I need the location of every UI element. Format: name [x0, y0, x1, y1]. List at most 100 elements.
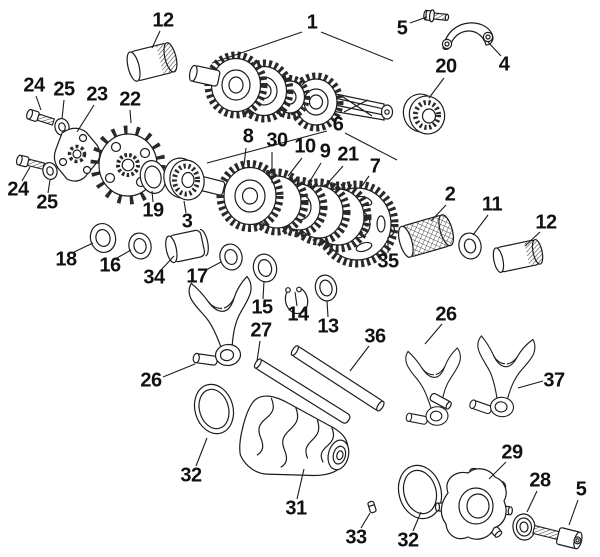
callout-14: 14	[287, 303, 309, 326]
mainshaft-splined-shaft	[325, 91, 394, 121]
leader-lines	[21, 16, 579, 532]
callout-30: 30	[266, 129, 288, 152]
selector-rod-36	[290, 345, 385, 412]
bolt-24-top	[26, 108, 56, 126]
callout-33: 33	[345, 526, 367, 549]
leader-line-27	[256, 340, 261, 362]
leader-line-32	[412, 511, 422, 532]
callout-28: 28	[529, 469, 551, 492]
bolt-24-bottom	[15, 154, 46, 170]
callout-25: 25	[36, 191, 58, 214]
selector-rod-27	[253, 358, 351, 424]
bearing-ring-32-right	[397, 464, 443, 520]
gear-8	[216, 160, 284, 232]
callout-2: 2	[444, 183, 456, 206]
callout-1: 1	[306, 11, 318, 34]
callout-23: 23	[86, 83, 108, 106]
callout-9: 9	[319, 140, 331, 163]
washer-15	[252, 253, 278, 283]
callout-16: 16	[99, 254, 121, 277]
leader-line-1	[320, 31, 394, 62]
callout-24: 24	[23, 74, 45, 97]
shift-fork-26-left	[183, 275, 260, 370]
leader-line-4	[487, 41, 502, 57]
mainshaft-gear-cluster	[188, 51, 394, 132]
leader-line-24	[21, 166, 31, 182]
shift-fork-26-right	[401, 347, 465, 428]
callout-32: 32	[397, 529, 419, 552]
leader-line-2	[430, 204, 447, 222]
leader-line-6	[206, 130, 328, 164]
leader-line-25	[47, 179, 51, 194]
guide-strap-4	[441, 22, 494, 50]
screw-5-bottom	[532, 524, 583, 550]
callout-19: 19	[142, 199, 164, 222]
needle-cage-2	[397, 214, 455, 258]
callout-5: 5	[575, 478, 587, 501]
callout-15: 15	[251, 296, 273, 319]
callout-8: 8	[242, 125, 254, 148]
leader-line-13	[326, 300, 329, 318]
selector-plate-29	[434, 467, 513, 540]
bearing-ring-32-left	[193, 383, 235, 435]
leader-line-1	[211, 31, 303, 64]
callout-22: 22	[119, 88, 141, 111]
spacer-bushing-34	[165, 228, 209, 264]
leader-line-16	[116, 249, 132, 259]
callout-32: 32	[180, 464, 202, 487]
leader-line-28	[526, 490, 538, 513]
callout-7: 7	[369, 155, 381, 178]
callout-4: 4	[498, 53, 510, 76]
layshaft-gear-cluster	[163, 157, 399, 268]
washer-28	[512, 513, 536, 541]
leader-line-26	[162, 363, 196, 378]
leader-line-33	[360, 512, 371, 529]
callout-36: 36	[364, 325, 386, 348]
leader-line-26	[424, 323, 443, 345]
leader-line-8	[243, 147, 247, 166]
retainer-plate-23	[53, 127, 101, 182]
detent-pin	[367, 500, 377, 514]
washer-16	[128, 232, 152, 260]
leader-line-9	[309, 162, 322, 182]
ball-bearing-20	[402, 93, 446, 135]
leader-line-21	[327, 165, 344, 184]
callout-37: 37	[543, 369, 565, 392]
leader-line-7	[361, 175, 370, 187]
callout-25: 25	[53, 78, 75, 101]
ball-bearing-3	[163, 157, 205, 201]
callout-24: 24	[7, 178, 29, 201]
leader-line-10	[287, 157, 303, 177]
callout-27: 27	[250, 319, 272, 342]
callout-20: 20	[435, 55, 457, 78]
washer-11	[458, 232, 482, 260]
leader-line-31	[296, 468, 305, 500]
leader-line-36	[349, 345, 370, 372]
leader-line-14	[294, 291, 298, 307]
callout-31: 31	[285, 497, 307, 520]
callout-6: 6	[332, 113, 344, 136]
leader-line-18	[73, 242, 94, 253]
callout-29: 29	[501, 441, 523, 464]
shift-fork-37	[467, 333, 537, 420]
needle-cage-12-right	[492, 238, 544, 274]
leader-line-25	[61, 99, 65, 120]
washer-18	[89, 223, 117, 253]
leader-line-12	[151, 30, 161, 49]
leader-line-32	[195, 437, 208, 467]
leader-line-3	[183, 200, 187, 214]
leader-line-15	[262, 280, 265, 300]
leader-line-23	[76, 104, 95, 133]
needle-cage-12-top	[126, 42, 178, 82]
leader-line-20	[428, 77, 445, 99]
seal-ring-19	[139, 160, 167, 194]
washer-25-bottom	[42, 161, 58, 181]
callout-18: 18	[55, 248, 77, 271]
gear-selector-drum	[239, 395, 350, 477]
leader-line-22	[129, 109, 132, 124]
leader-line-24	[35, 95, 42, 111]
shaft-stub	[188, 64, 221, 87]
callout-3: 3	[181, 210, 193, 233]
